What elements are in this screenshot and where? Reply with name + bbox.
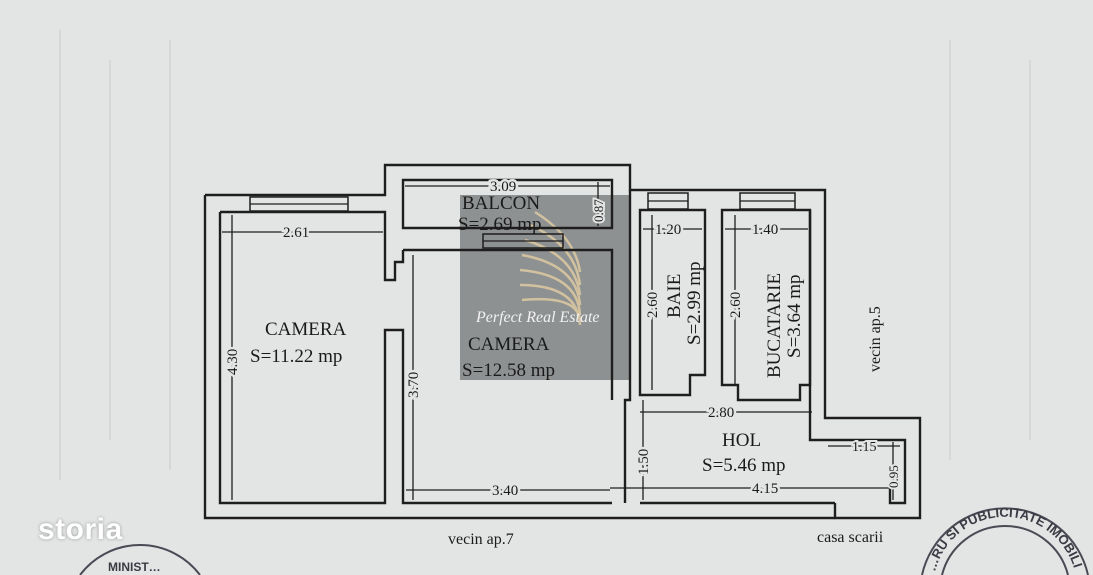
dim-balcon-width: 3.09	[490, 179, 516, 195]
room-bucatarie-name: BUCATARIE	[764, 273, 785, 378]
dim-bucatarie-height: 2.60	[728, 292, 744, 318]
room-balcon-area: S=2.69 mp	[458, 214, 542, 235]
neighbor-stairs: casa scarii	[817, 529, 884, 546]
dim-camera2-width: 3.40	[492, 483, 518, 499]
staria-logo: storia	[38, 513, 123, 546]
room-camera1-area: S=11.22 mp	[250, 346, 342, 367]
room-baie-area: S=2.99 mp	[684, 261, 705, 345]
dim-hol-height: 1.50	[636, 449, 652, 475]
room-balcon-name: BALCON	[462, 193, 540, 214]
background-texture	[59, 30, 1031, 480]
neighbor-bottom: vecin ap.7	[448, 531, 514, 548]
dimension-lines	[222, 182, 900, 500]
neighbor-right: vecin ap.5	[867, 306, 884, 372]
stamp-left-text: MINIST…	[108, 560, 161, 574]
dim-camera2-height: 3.70	[406, 372, 422, 398]
watermark: Perfect Real Estate	[460, 195, 630, 380]
dim-hol-bottom: 4.15	[752, 481, 778, 497]
room-bucatarie-area: S=3.64 mp	[784, 274, 805, 358]
dim-entry-width: 1.15	[852, 440, 877, 455]
walls	[203, 163, 922, 520]
room-baie-name: BAIE	[664, 274, 685, 318]
dim-entry-depth: 0.95	[886, 465, 901, 488]
watermark-text: Perfect Real Estate	[475, 309, 600, 326]
dimension-labels: 2.61 4.30 3.70 3.40 3.09 0.87 1.20 2.60 …	[223, 177, 904, 502]
room-hol-area: S=5.46 mp	[702, 455, 786, 476]
room-hol-name: HOL	[722, 430, 761, 451]
room-camera2-area: S=12.58 mp	[462, 360, 555, 381]
dim-baie-height: 2.60	[645, 292, 661, 318]
stamp-left: MINIST…	[79, 544, 201, 575]
dim-camera1-height: 4.30	[225, 349, 241, 375]
dim-balcon-depth: 0.87	[591, 199, 606, 222]
dim-camera1-width: 2.61	[283, 225, 309, 241]
dim-baie-width: 1.20	[655, 222, 681, 238]
dim-hol-width: 2.80	[708, 405, 734, 421]
dim-bucatarie-width: 1.40	[752, 222, 778, 238]
room-camera2-name: CAMERA	[468, 334, 550, 355]
watermark-logo-icon	[519, 210, 582, 326]
room-camera1-name: CAMERA	[265, 319, 347, 340]
